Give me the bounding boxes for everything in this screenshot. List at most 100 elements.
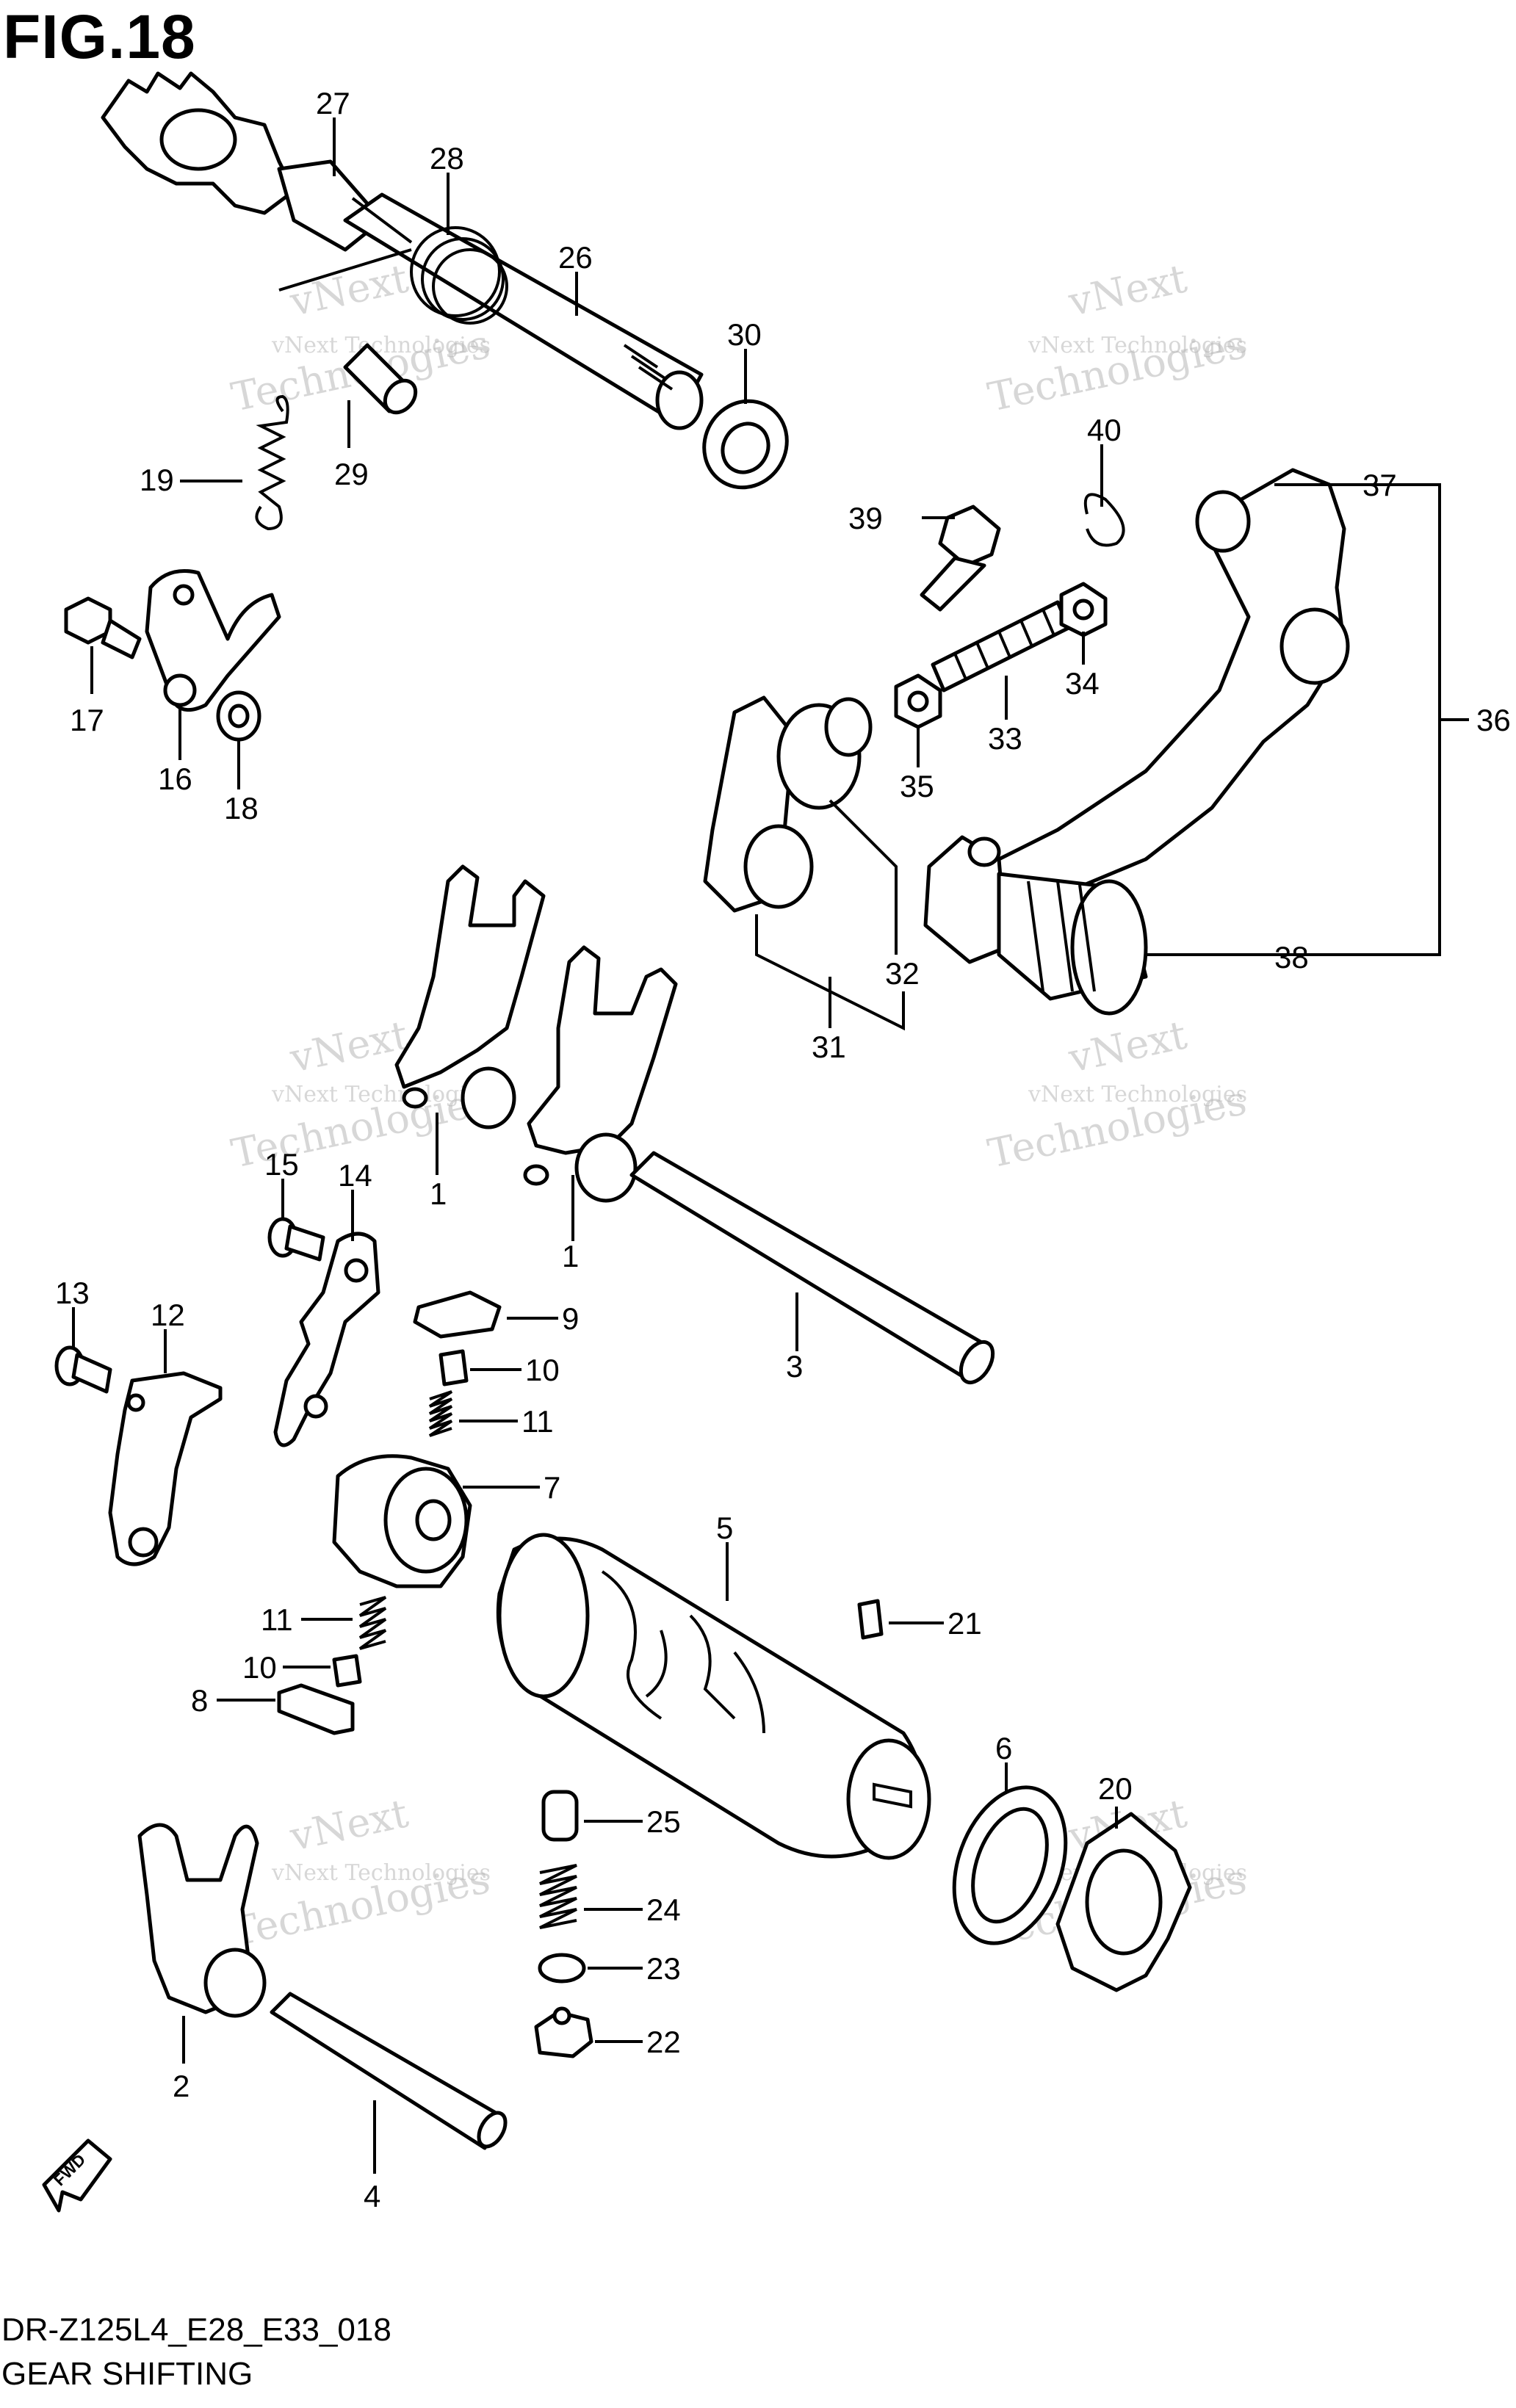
callout-31: 31: [812, 1030, 846, 1064]
callout-25: 25: [646, 1804, 681, 1839]
part-1-shift-fork-upper: [394, 864, 546, 1129]
callout-37: 37: [1362, 468, 1397, 502]
callout-28: 28: [430, 141, 464, 176]
watermark-bottom-left: vNext Technologies vNext Technologies: [228, 1790, 494, 1955]
callout-20: 20: [1098, 1771, 1133, 1806]
callout-39: 39: [848, 501, 883, 535]
callout-27: 27: [316, 86, 350, 120]
diagram-name: GEAR SHIFTING: [1, 2356, 253, 2392]
callout-29: 29: [334, 457, 369, 491]
callout-32: 32: [885, 956, 920, 991]
svg-text:vNext: vNext: [286, 1011, 413, 1082]
callout-18: 18: [224, 791, 259, 825]
fwd-arrow-icon: FWD: [42, 2138, 112, 2213]
callout-11-upper: 11: [521, 1404, 554, 1439]
part-10-pin-upper: [438, 1349, 469, 1386]
callout-35: 35: [900, 769, 934, 803]
part-39-bolt: [920, 505, 1001, 612]
callout-1-upper: 1: [430, 1176, 447, 1211]
svg-text:vNext: vNext: [1064, 1011, 1191, 1082]
callout-3: 3: [786, 1349, 803, 1384]
part-12-bracket: [108, 1371, 223, 1566]
svg-text:vNext Technologies: vNext Technologies: [271, 1860, 491, 1886]
part-19-spring: [255, 394, 289, 531]
parts: FWD: [42, 71, 1350, 2213]
svg-text:vNext: vNext: [286, 255, 413, 325]
part-17-bolt: [64, 596, 142, 659]
callout-24: 24: [646, 1892, 681, 1927]
part-24-spring: [539, 1864, 577, 1929]
callout-12: 12: [151, 1298, 185, 1332]
svg-text:vNext: vNext: [286, 1790, 413, 1860]
callout-23: 23: [646, 1951, 681, 1986]
callout-8: 8: [191, 1683, 208, 1718]
part-36-gear-shift-lever: [923, 468, 1350, 1016]
callout-14: 14: [338, 1158, 372, 1193]
part-35-nut: [894, 673, 942, 729]
watermark-mid-right: vNext Technologies vNext Technologies: [984, 1011, 1251, 1176]
callout-22: 22: [646, 2025, 681, 2059]
figure-title: FIG.18: [3, 2, 196, 71]
callout-15: 15: [264, 1147, 299, 1182]
callout-30: 30: [727, 317, 762, 352]
part-7-cam-plate: [332, 1454, 472, 1588]
part-40-circlip: [1083, 493, 1125, 547]
leader-lines: [72, 117, 1469, 2174]
part-8-pawl: [277, 1683, 355, 1735]
callout-10-upper: 10: [525, 1353, 560, 1387]
part-20-gear: [1055, 1812, 1192, 1992]
callout-40: 40: [1087, 413, 1122, 447]
callout-7: 7: [544, 1470, 560, 1505]
part-11-spring-lower: [358, 1596, 387, 1650]
part-4-fork-shaft: [270, 1992, 508, 2150]
callout-labels: 27 28 26 30 29 19 17 16 18 40 37 36 39 3…: [55, 86, 1511, 2213]
part-16-cam-stopper: [145, 569, 281, 712]
part-31-32-shift-arm: [703, 695, 873, 913]
callout-36: 36: [1476, 703, 1511, 737]
part-13-screw: [54, 1345, 112, 1394]
svg-text:vNext Technologies: vNext Technologies: [1028, 1082, 1247, 1107]
part-6-washer: [952, 1785, 1068, 1945]
callout-5: 5: [716, 1511, 733, 1545]
callout-1-lower: 1: [562, 1239, 579, 1273]
callout-16: 16: [158, 762, 192, 796]
callout-17: 17: [70, 703, 104, 737]
svg-text:vNext Technologies: vNext Technologies: [1028, 333, 1247, 358]
part-34-nut: [1059, 582, 1108, 637]
callout-10-lower: 10: [242, 1650, 277, 1685]
part-22-switch-body: [534, 2006, 593, 2058]
watermark-top-right: vNext Technologies vNext Technologies: [984, 255, 1251, 420]
callout-26: 26: [558, 240, 593, 275]
part-15-screw: [267, 1217, 325, 1262]
callout-11-lower: 11: [261, 1602, 293, 1637]
callout-34: 34: [1065, 666, 1100, 701]
part-5-shift-drum: [496, 1533, 931, 1860]
svg-text:vNext Technologies: vNext Technologies: [271, 1082, 491, 1107]
part-33-rod: [931, 600, 1071, 693]
callout-4: 4: [364, 2179, 380, 2213]
part-29-spring-stopper: [343, 343, 418, 415]
part-1-shift-fork-lower: [523, 945, 678, 1203]
part-30-oil-seal: [702, 399, 789, 490]
part-11-spring-upper: [428, 1390, 453, 1437]
part-28-return-spring: [278, 197, 508, 325]
svg-text:vNext Technologies: vNext Technologies: [271, 333, 491, 358]
callout-13: 13: [55, 1276, 90, 1310]
callout-38: 38: [1274, 940, 1309, 975]
part-14-stopper-plate: [273, 1232, 380, 1447]
part-2-shift-fork: [137, 1823, 267, 2018]
part-18-washer: [216, 690, 261, 742]
part-21-pin: [857, 1599, 884, 1640]
callout-6: 6: [995, 1731, 1012, 1765]
callout-21: 21: [948, 1606, 982, 1641]
part-25-switch-pin: [541, 1790, 579, 1842]
callout-19: 19: [140, 463, 174, 497]
callout-9: 9: [562, 1301, 579, 1336]
part-10-pin-lower: [332, 1654, 362, 1688]
diagram-code: DR-Z125L4_E28_E33_018: [1, 2312, 391, 2348]
callout-33: 33: [988, 721, 1022, 756]
svg-text:vNext: vNext: [1064, 255, 1191, 325]
part-3-fork-shaft: [629, 1151, 995, 1384]
part-9-pawl: [413, 1290, 502, 1339]
